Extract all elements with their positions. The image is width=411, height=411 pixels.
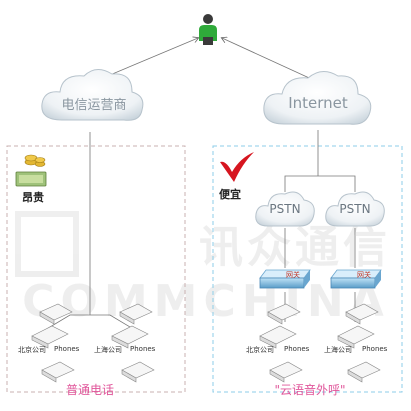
left-office-a-label: 北京公司 — [18, 346, 46, 354]
right-office-b-device: Phones — [362, 345, 388, 353]
phones-icon-right — [259, 303, 303, 383]
internet-to-user-arrow — [222, 38, 319, 83]
cheap-label: 便宜 — [219, 188, 241, 201]
right-panel-border — [212, 145, 403, 393]
phones-icon-left-b — [111, 303, 155, 383]
phones-icon-left — [31, 303, 75, 383]
gateway-right-label: 网关 — [357, 271, 371, 279]
user-icon — [199, 14, 217, 45]
left-office-b-device: Phones — [130, 345, 156, 353]
pstn-right-label: PSTN — [339, 202, 371, 216]
internet-label: Internet — [288, 94, 348, 112]
internet-cloud-icon — [263, 71, 372, 125]
gateway-right-icon — [330, 269, 382, 289]
left-panel-caption: 普通电话 — [65, 383, 114, 397]
internet-branch-lines — [284, 175, 356, 192]
telecom-label: 电信运营商 — [61, 98, 127, 113]
phones-icon-right-b — [337, 303, 381, 383]
telecom-to-user-arrow — [97, 38, 198, 81]
gateway-left-icon — [259, 269, 311, 289]
telecom-cloud-icon — [41, 69, 144, 121]
right-office-b-label: 上海公司 — [324, 346, 352, 354]
left-office-b-label: 上海公司 — [94, 346, 122, 354]
money-icon — [15, 154, 47, 187]
right-office-a-device: Phones — [284, 345, 310, 353]
watermark: 讯众通信 COMMCHINA — [15, 211, 391, 327]
gateway-left-label: 网关 — [286, 271, 300, 279]
checkmark-icon — [220, 152, 254, 182]
left-office-a-device: Phones — [54, 345, 80, 353]
right-office-a-label: 北京公司 — [246, 346, 274, 354]
telecom-branch-lines — [44, 314, 136, 331]
pstn-right-cloud-icon — [325, 191, 385, 227]
left-panel-border — [6, 145, 186, 393]
pstn-left-label: PSTN — [269, 202, 301, 216]
expensive-label: 昂贵 — [22, 191, 44, 204]
watermark-en-text: COMMCHINA — [22, 276, 390, 327]
right-panel-caption: "云语音外呼" — [274, 383, 346, 397]
watermark-cn-text: 讯众通信 — [199, 222, 391, 273]
pstn-left-cloud-icon — [255, 191, 315, 227]
